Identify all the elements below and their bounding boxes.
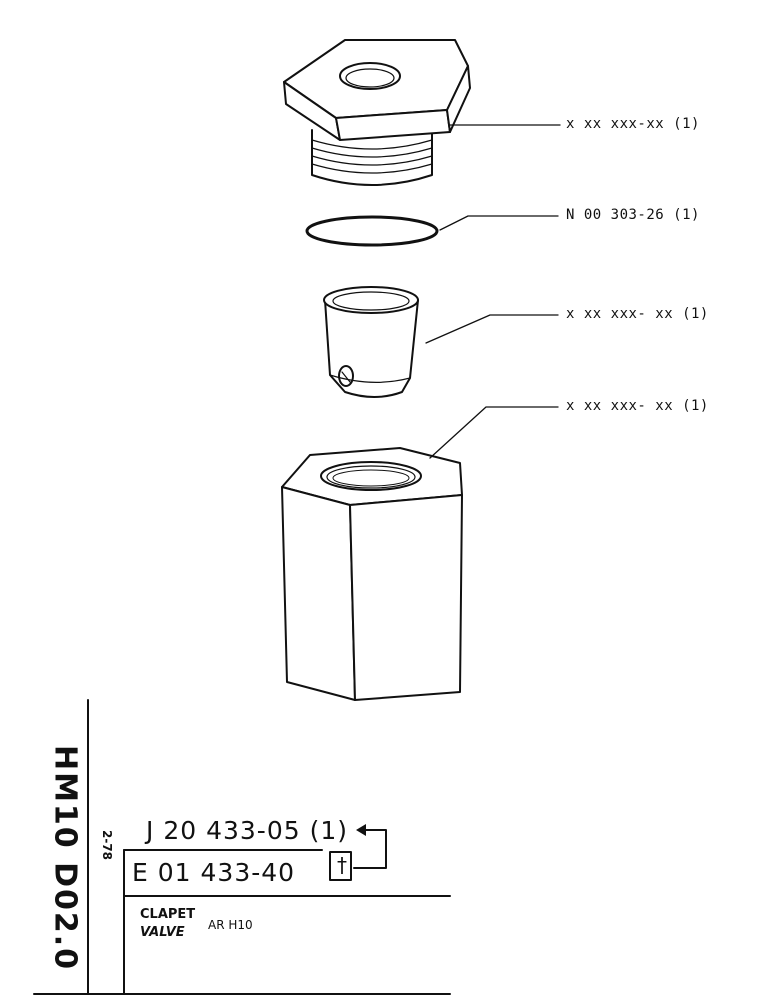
hex-cap-nut-part (283, 39, 471, 186)
o-ring-callout: N 00 303-26 (1) (566, 207, 700, 223)
drawing-code-text: HM10 D02.0 (47, 744, 83, 971)
cap-nut-callout: x xx xxx-xx (1) (566, 116, 700, 132)
title-french: CLAPET (140, 907, 196, 922)
leader-lines (425, 124, 561, 459)
assembly-reference: J 20 433-05 (1) (146, 816, 348, 845)
title-english: VALVE (140, 925, 185, 940)
title-block-frame (33, 699, 451, 995)
model-designation: AR H10 (208, 918, 253, 932)
o-ring-part (305, 215, 439, 247)
part-symbol: † (337, 853, 347, 877)
hex-valve-body-part (281, 447, 463, 701)
date-code: 2-78 (96, 815, 118, 875)
date-code-text: 2-78 (100, 829, 114, 861)
drawing-code: HM10 D02.0 (47, 715, 83, 1000)
valve-insert-callout: x xx xxx- xx (1) (566, 306, 709, 322)
valve-body-callout: x xx xxx- xx (1) (566, 398, 709, 414)
part-reference: E 01 433-40 (132, 858, 296, 887)
valve-insert-part (323, 286, 419, 398)
